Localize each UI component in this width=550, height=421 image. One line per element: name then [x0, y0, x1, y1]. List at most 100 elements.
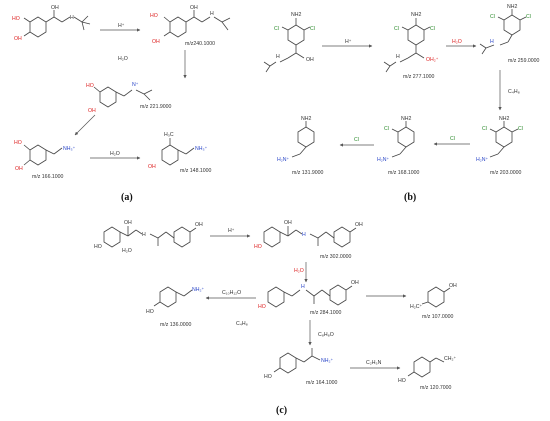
atom-nh2: NH2 — [291, 12, 301, 18]
atom-n: N⁺ — [132, 82, 139, 88]
reagent-label: H₂O — [122, 248, 132, 254]
atom-nh2: NH₂⁺ — [192, 287, 205, 293]
atom-h: H — [490, 39, 494, 45]
atom-h: H — [210, 11, 214, 17]
mz-label: m/z 107.0000 — [422, 314, 454, 320]
atom-oh: OH — [449, 283, 457, 289]
reagent-label: H⁺ — [118, 23, 125, 29]
atom-h: H — [396, 54, 400, 60]
molecule-c2: OH H HO OH m/z 302.0000 — [254, 220, 363, 260]
molecule-c5: NH₂⁺ HO m/z 136.0000 — [146, 286, 205, 328]
molecule-c6: NH₂⁺ HO m/z 164.1000 — [264, 348, 338, 386]
atom-oh: OH — [88, 108, 96, 114]
reagent-label: H₂O — [294, 268, 304, 274]
atom-ho: HO — [264, 374, 272, 380]
atom-nh3: NH₃⁺ — [63, 146, 76, 152]
reagent-label: H⁺ — [228, 228, 235, 234]
atom-cl: Cl — [310, 26, 315, 32]
panel-a: OH H HO OH H⁺ OH H HO OH m/z240.1000 — [12, 5, 231, 203]
atom-oh: OH — [195, 222, 203, 228]
reagent-label: C₁₀H₁₂O — [222, 290, 241, 296]
mz-label: m/z 166.1000 — [32, 174, 64, 180]
reagent-label: C₈H₈O — [318, 332, 334, 338]
atom-ho: HO — [146, 309, 154, 315]
atom-h2n: H₂N⁺ — [277, 157, 290, 163]
atom-ho: HO — [398, 378, 406, 384]
atom-oh: OH — [51, 5, 59, 11]
panel-label-b: (b) — [404, 192, 416, 203]
atom-cl: Cl — [274, 26, 279, 32]
atom-h: H — [302, 232, 306, 238]
atom-h2c: H₂C⁺ — [410, 304, 423, 310]
atom-ho: HO — [254, 244, 262, 250]
atom-nh3: NH₃⁺ — [195, 146, 208, 152]
panel-label-a: (a) — [121, 192, 133, 203]
molecule-c7: CH₂⁺ HO m/z 120.7000 — [398, 356, 457, 391]
atom-ho: HO — [14, 140, 22, 146]
atom-oh: OH — [351, 280, 359, 286]
molecule-c3: H HO OH m/z 284.1000 — [258, 280, 359, 316]
molecule-a2: OH H HO OH m/z240.1000 — [150, 5, 231, 47]
reagent-label: C₂H₅N — [366, 360, 382, 366]
mz-label: m/z 284.1000 — [310, 310, 342, 316]
mz-label: m/z 120.7000 — [420, 385, 452, 391]
atom-oh: OH — [148, 164, 156, 170]
mz-label: m/z240.1000 — [185, 41, 215, 47]
atom-nh2: NH₂⁺ — [321, 358, 334, 364]
atom-oh: OH — [355, 222, 363, 228]
molecule-b1: NH2 Cl Cl OH H — [263, 12, 315, 73]
panel-b: NH2 Cl Cl OH H H⁺ NH2 Cl Cl OH₂⁺ H m/ — [263, 4, 540, 203]
mz-label: m/z 136.0000 — [160, 322, 192, 328]
mz-label: m/z 302.0000 — [320, 254, 352, 260]
atom-oh: OH — [15, 166, 23, 172]
atom-oh: OH — [14, 36, 22, 42]
mz-label: m/z 203.0000 — [490, 170, 522, 176]
molecule-b5: NH2 Cl H₂N⁺ m/z 168.1000 — [377, 116, 420, 176]
mz-label: m/z 221.9000 — [140, 104, 172, 110]
molecule-b2: NH2 Cl Cl OH₂⁺ H m/z 277.1000 — [383, 12, 439, 80]
reaction-arrow — [74, 114, 96, 136]
reagent-label: C₄H₈ — [508, 89, 520, 95]
atom-cl: Cl — [394, 26, 399, 32]
mz-label: m/z 148.1000 — [180, 168, 212, 174]
atom-cl: Cl — [526, 14, 531, 20]
atom-ho: HO — [150, 13, 158, 19]
atom-cl: Cl — [384, 126, 389, 132]
molecule-c4: OH H₂C⁺ m/z 107.0000 — [410, 283, 457, 320]
molecule-a5: H₃C NH₃⁺ OH m/z 148.1000 — [148, 132, 212, 174]
atom-ch2: CH₂⁺ — [444, 356, 457, 362]
atom-h: H — [142, 232, 146, 238]
atom-oh: OH — [124, 220, 132, 226]
atom-ho: HO — [86, 83, 94, 89]
atom-oh: OH — [152, 39, 160, 45]
molecule-b3: NH2 Cl Cl H m/z 259.0000 — [479, 4, 540, 64]
panel-label-c: (c) — [276, 405, 287, 416]
reagent-label: Cl — [450, 136, 455, 142]
reagent-label: Cl — [354, 137, 359, 143]
molecule-a1: OH H HO OH — [12, 5, 91, 42]
atom-oh: OH — [284, 220, 292, 226]
atom-h: H — [70, 15, 74, 21]
molecule-b6: NH2 H₂N⁺ m/z 131.9000 — [277, 116, 324, 176]
atom-oh2: OH₂⁺ — [426, 57, 439, 63]
molecule-a3: N⁺ HO OH m/z 221.9000 — [86, 82, 172, 114]
molecule-c1: OH H HO OH — [94, 220, 203, 250]
reagent-label: H₂O — [110, 151, 120, 157]
reagent-label: H₂O — [452, 39, 462, 45]
mz-label: m/z 131.9000 — [292, 170, 324, 176]
atom-cl: Cl — [518, 126, 523, 132]
molecule-a4: NH₃⁺ HO OH m/z 166.1000 — [14, 140, 76, 180]
atom-h3c: H₃C — [164, 132, 174, 138]
atom-oh: OH — [306, 57, 314, 63]
molecule-b4: NH2 Cl Cl H₂N⁺ m/z 203.0000 — [476, 116, 523, 176]
atom-ho: HO — [258, 304, 266, 310]
atom-nh2: NH2 — [301, 116, 311, 122]
mz-label: m/z 164.1000 — [306, 380, 338, 386]
atom-cl: Cl — [490, 14, 495, 20]
atom-nh2: NH2 — [401, 116, 411, 122]
reagent-label: H⁺ — [345, 39, 352, 45]
mz-label: m/z 168.1000 — [388, 170, 420, 176]
atom-ho: HO — [12, 16, 20, 22]
atom-nh2: NH2 — [411, 12, 421, 18]
